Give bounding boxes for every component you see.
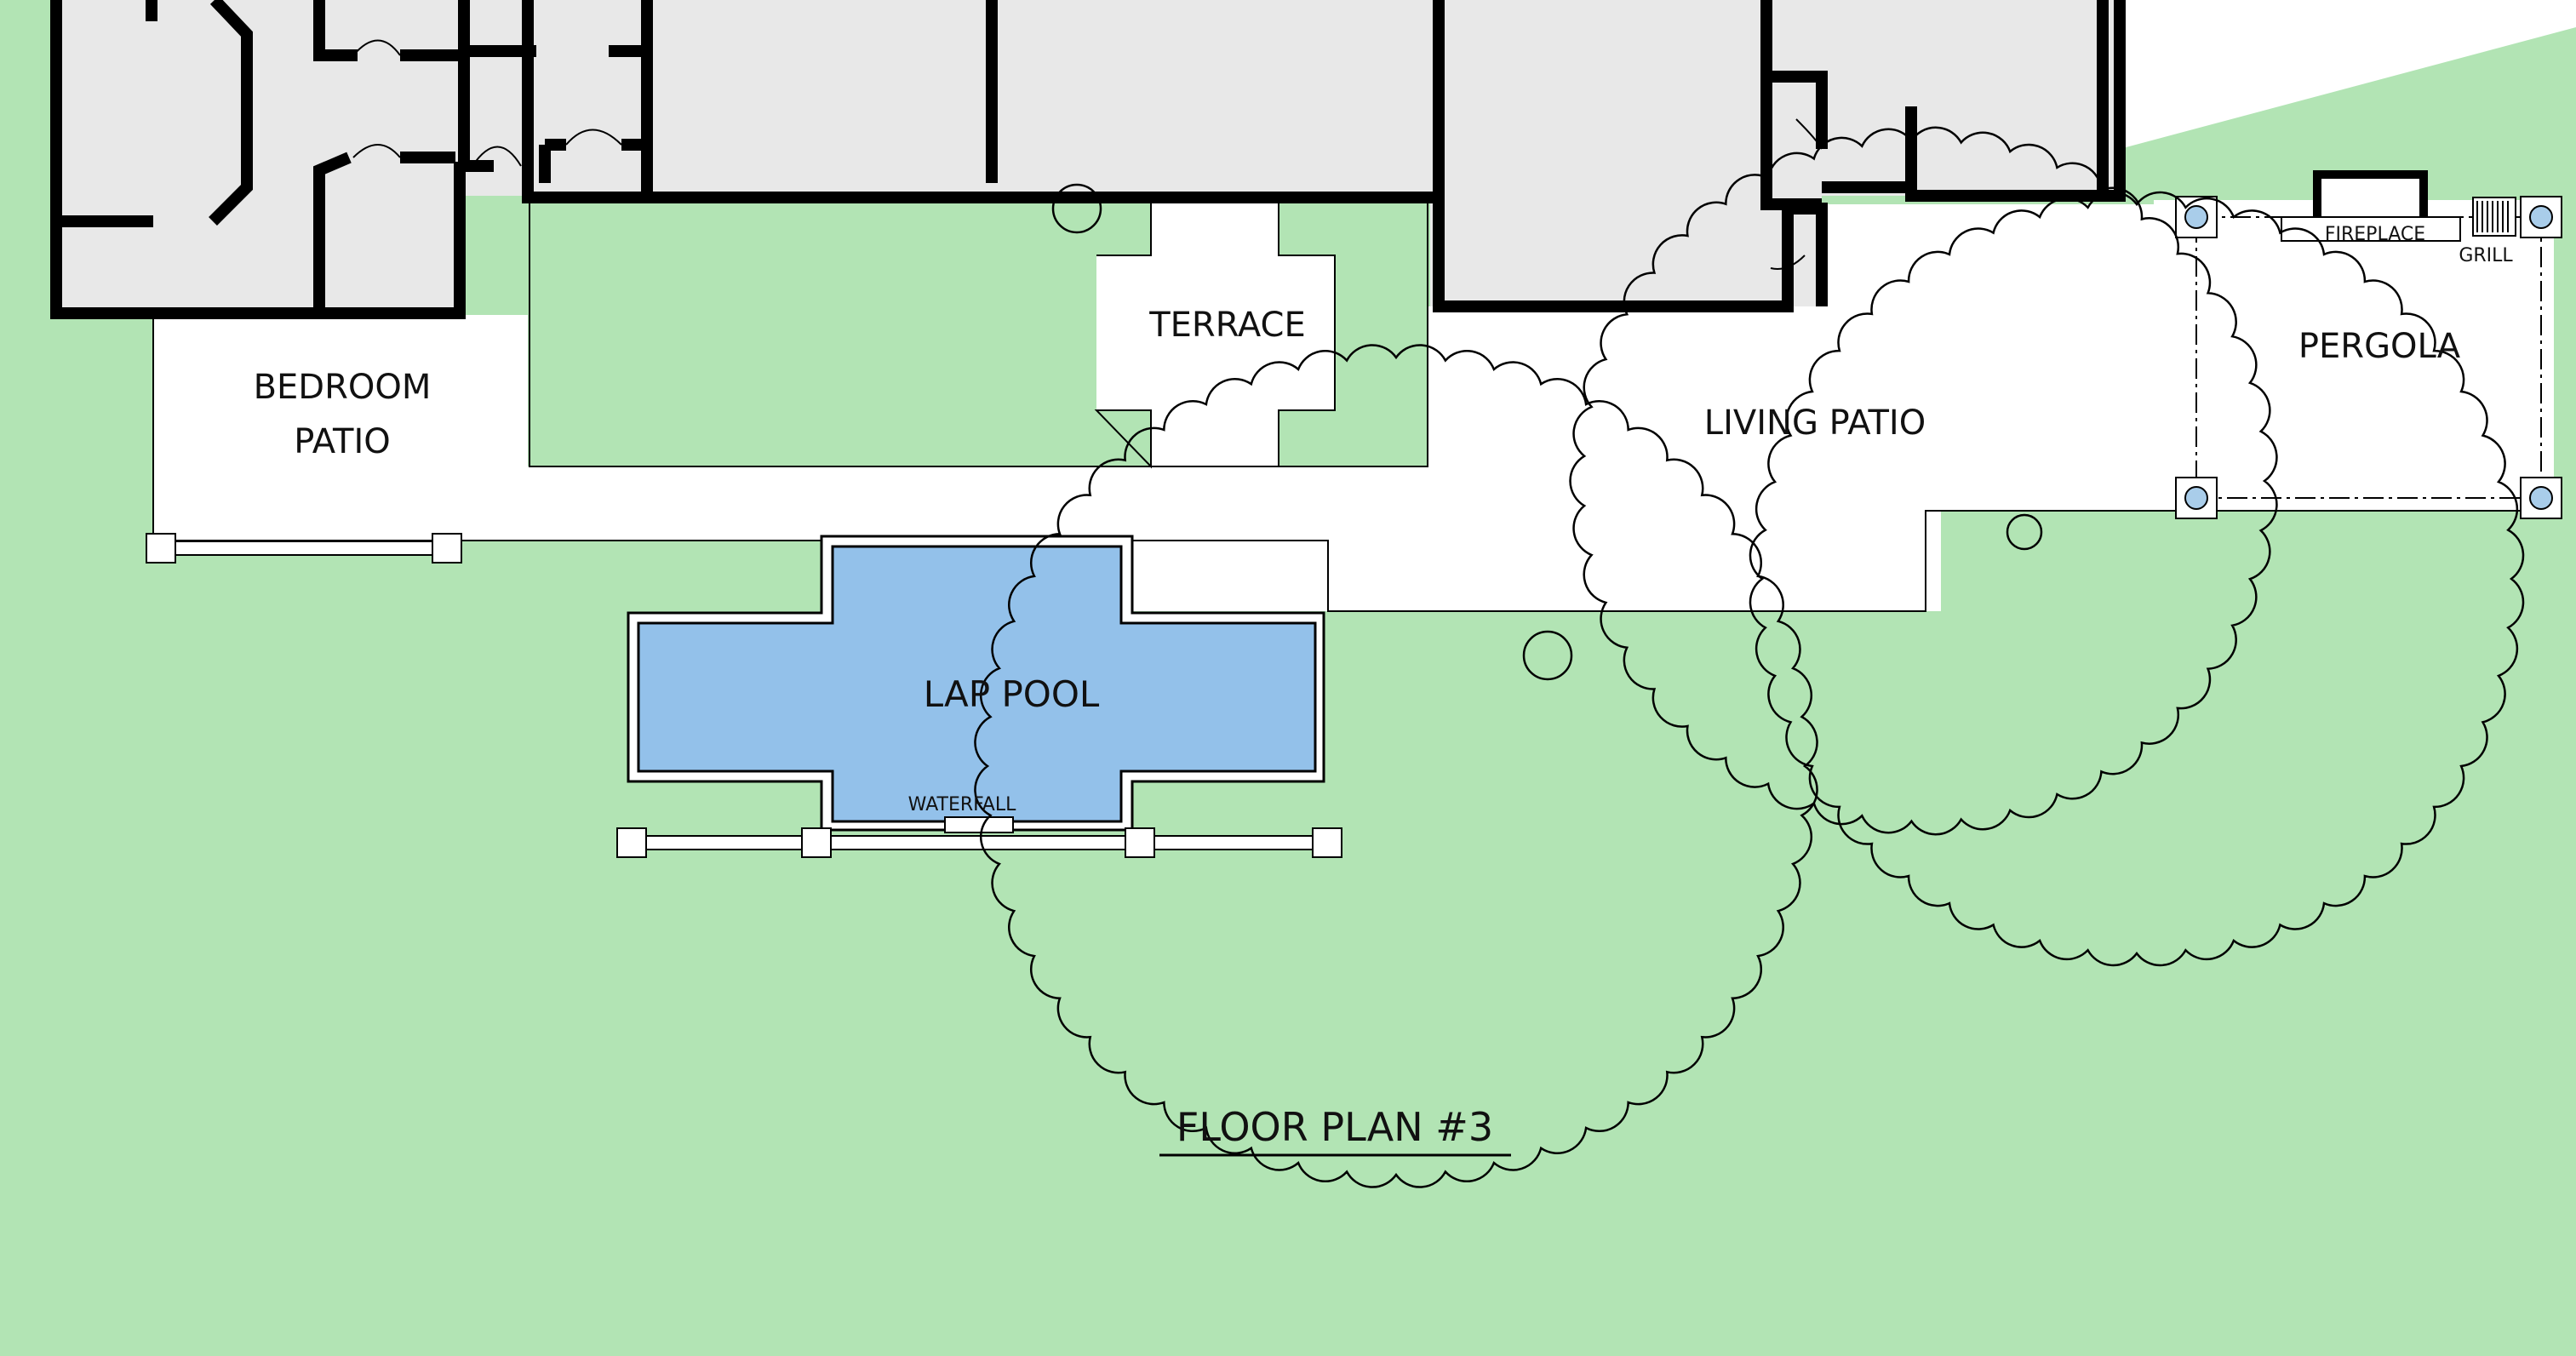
- tree-canopy: [1569, 126, 2278, 836]
- house: [51, 0, 2120, 315]
- courtyard-left: [530, 197, 1151, 466]
- house-interior: [51, 0, 2120, 196]
- courtyard-lawn: [530, 197, 1428, 468]
- shrub-near-terrace: [1051, 183, 1102, 234]
- fence-pool-rail: [629, 835, 1329, 850]
- waterfall-label: WATERFALL: [908, 794, 1016, 815]
- grill-label: GRILL: [2459, 245, 2513, 266]
- fence-pool-post-2: [801, 827, 832, 858]
- pergola-post-cap: [2529, 205, 2553, 229]
- fireplace-hearth: [2281, 216, 2461, 242]
- fence-bedroom-post-left: [146, 533, 176, 564]
- fences: [146, 533, 1342, 858]
- living-patio-area: [1328, 200, 2554, 611]
- bedroom-wing-interior: [51, 187, 460, 315]
- shrubs: [1051, 183, 2043, 681]
- bedroom-patio-label-line1: BEDROOM: [254, 368, 432, 407]
- pergola: [2175, 170, 2562, 519]
- fireplace-symbol: [2313, 170, 2428, 228]
- pergola-label: PERGOLA: [2298, 327, 2461, 366]
- pergola-posts: [2175, 196, 2562, 519]
- pergola-post-cap: [2184, 205, 2208, 229]
- pergola-post: [2175, 477, 2218, 519]
- pool-water: [637, 545, 1317, 823]
- waterfall-symbol: [944, 816, 1014, 833]
- fence-pool-post-3: [1125, 827, 1155, 858]
- bedroom-patio-label-line2: PATIO: [294, 422, 391, 461]
- terrace-label: TERRACE: [1148, 306, 1306, 345]
- shrub-lawn: [1522, 630, 1573, 681]
- labels: BEDROOM PATIO TERRACE LIVING PATIO PERGO…: [254, 224, 2513, 1157]
- lap-pool-label: LAP POOL: [924, 673, 1100, 715]
- fence-bedroom-post-right: [432, 533, 462, 564]
- tree-canopy: [1749, 191, 2525, 967]
- door-swings: [352, 39, 1823, 270]
- lap-pool: [627, 535, 1325, 833]
- background-strip: [2111, 0, 2576, 149]
- tree-canopy: [974, 344, 1818, 1188]
- shrub-living-patio: [2006, 513, 2043, 551]
- fireplace-label: FIREPLACE: [2325, 224, 2425, 245]
- floor-plan-title: FLOOR PLAN #3: [1176, 1104, 1493, 1150]
- pergola-post-cap: [2184, 486, 2208, 510]
- house-walls: [50, 0, 2126, 319]
- pergola-post-cap: [2529, 486, 2553, 510]
- fence-bedroom-rail: [161, 541, 448, 556]
- house-interior-east: [1430, 187, 1822, 306]
- fence-pool-post-1: [616, 827, 647, 858]
- grill-symbol: [2472, 197, 2516, 237]
- living-patio-label: LIVING PATIO: [1704, 403, 1926, 443]
- terrace-stem-overlay: [1151, 197, 1279, 468]
- fence-pool-post-4: [1312, 827, 1342, 858]
- tree-canopies: [974, 126, 2525, 1188]
